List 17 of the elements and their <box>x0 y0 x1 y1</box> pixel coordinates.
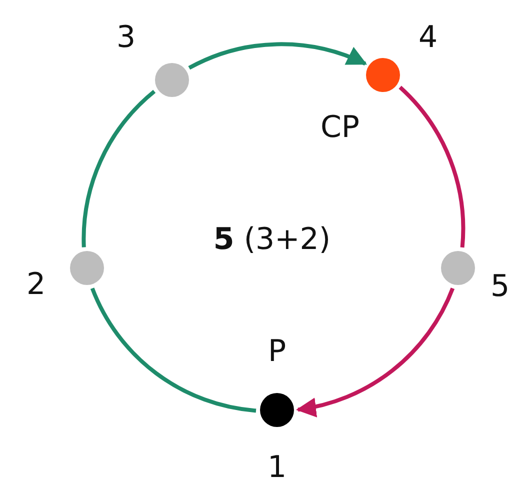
connector-line <box>90 288 256 413</box>
node-caption: CP <box>320 113 360 143</box>
center-label: 5 (3+2) <box>213 225 331 255</box>
node-caption: P <box>268 337 286 367</box>
circle-node <box>70 251 104 285</box>
circle-node <box>155 63 189 97</box>
arrow <box>188 42 368 70</box>
circle-node <box>366 58 400 92</box>
connector-line <box>82 90 156 248</box>
node-caption: 3 <box>116 23 136 53</box>
node-caption: 1 <box>267 453 287 483</box>
circle-node <box>441 251 475 285</box>
circle-node <box>260 393 294 427</box>
connector-line <box>398 86 466 248</box>
node-caption: 2 <box>26 270 46 300</box>
node-caption: 4 <box>418 23 438 53</box>
node-caption: 5 <box>490 272 510 302</box>
